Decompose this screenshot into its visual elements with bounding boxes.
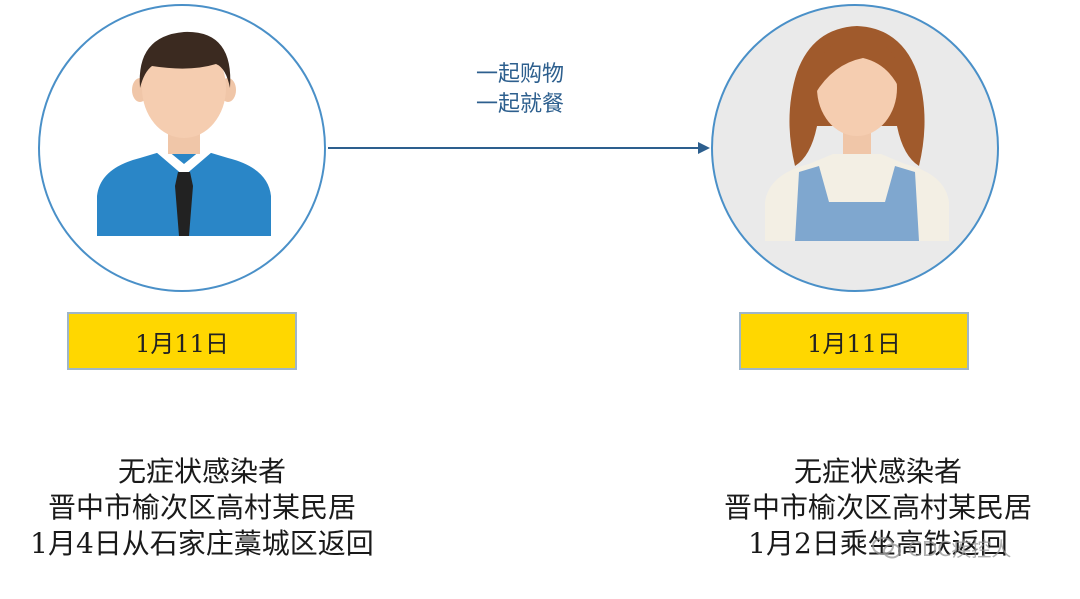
relationship-line-1: 一起购物 [475, 62, 564, 87]
relationship-line-2: 一起就餐 [475, 92, 564, 117]
left-date-box: 1月11日 [67, 312, 297, 370]
left-person-avatar [38, 4, 326, 292]
woman-avatar-icon [765, 26, 949, 241]
right-date-box: 1月11日 [739, 312, 969, 370]
left-person-description: 无症状感染者 晋中市榆次区高村某民居 1月4日从石家庄藁城区返回 [0, 454, 412, 562]
relationship-label: 一起购物 一起就餐 [455, 60, 585, 120]
right-desc-line-2: 晋中市榆次区高村某民居 [723, 491, 1032, 524]
right-person-avatar [711, 4, 999, 292]
right-desc-line-3: 1月2日乘坐高铁返回 [748, 527, 1008, 560]
left-desc-line-2: 晋中市榆次区高村某民居 [47, 491, 356, 524]
right-desc-line-1: 无症状感染者 [793, 455, 962, 488]
left-desc-line-3: 1月4日从石家庄藁城区返回 [30, 527, 374, 560]
relationship-arrow [328, 142, 710, 154]
right-person-description: 无症状感染者 晋中市榆次区高村某民居 1月2日乘坐高铁返回 [668, 454, 1080, 562]
man-avatar-icon [97, 31, 271, 236]
watermark-text: CDC疾控人 [908, 537, 1012, 561]
left-desc-line-1: 无症状感染者 [117, 455, 286, 488]
watermark: CDC疾控人 [872, 533, 1011, 562]
wechat-icon [872, 536, 902, 560]
